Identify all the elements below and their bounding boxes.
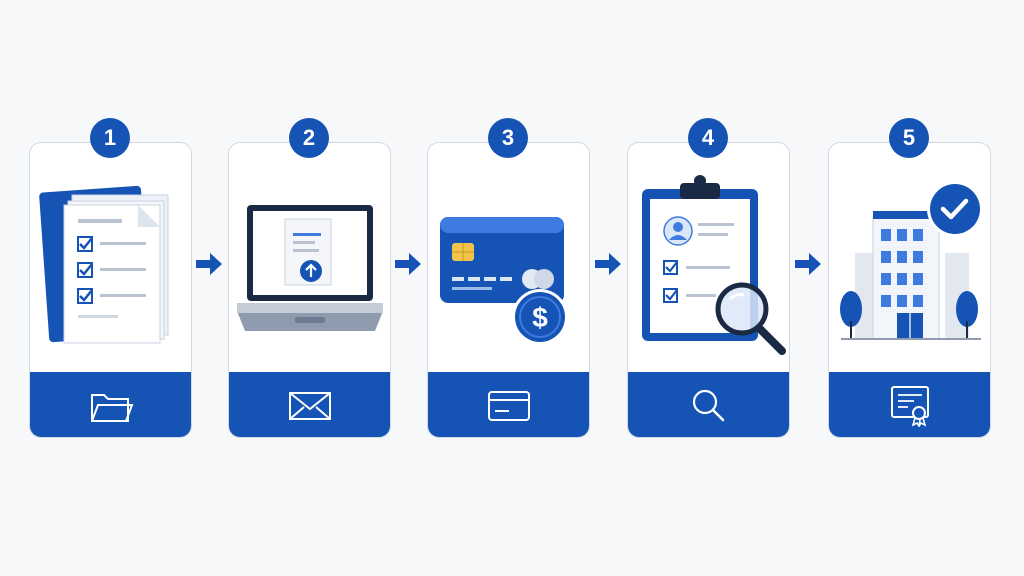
card-icon: [487, 390, 530, 421]
arrow-right-icon: [595, 253, 621, 275]
step-4-illustration: [628, 143, 789, 374]
step-2-badge: 2: [289, 118, 329, 158]
step-5-illustration: [829, 143, 990, 374]
step-5-bar: [829, 372, 990, 437]
certificate-icon: [890, 385, 929, 427]
folder-icon: [90, 393, 133, 422]
step-5-badge: 5: [889, 118, 929, 158]
step-card-5: [828, 142, 991, 438]
step-1-illustration: [30, 143, 191, 374]
step-3-illustration: $: [428, 143, 589, 374]
step-card-4: [627, 142, 790, 438]
step-4-bar: [628, 372, 789, 437]
step-3-badge: 3: [488, 118, 528, 158]
step-3-bar: [428, 372, 589, 437]
step-card-2: [228, 142, 391, 438]
step-2-bar: [229, 372, 390, 437]
envelope-icon: [288, 391, 331, 420]
checklist-document-icon: [39, 185, 169, 344]
step-1-bar: [30, 372, 191, 437]
svg-text:$: $: [532, 302, 548, 333]
laptop-upload-icon: [237, 205, 383, 331]
step-1-badge: 1: [90, 118, 130, 158]
step-2-illustration: [229, 143, 390, 374]
arrow-right-icon: [795, 253, 821, 275]
step-card-3: $: [427, 142, 590, 438]
step-card-1: [29, 142, 192, 438]
clipboard-review-icon: [642, 175, 786, 355]
arrow-right-icon: [196, 253, 222, 275]
credit-card-payment-icon: $: [440, 217, 568, 345]
step-4-badge: 4: [688, 118, 728, 158]
approved-building-icon: [840, 181, 983, 340]
magnifier-icon: [692, 389, 724, 421]
arrow-right-icon: [395, 253, 421, 275]
